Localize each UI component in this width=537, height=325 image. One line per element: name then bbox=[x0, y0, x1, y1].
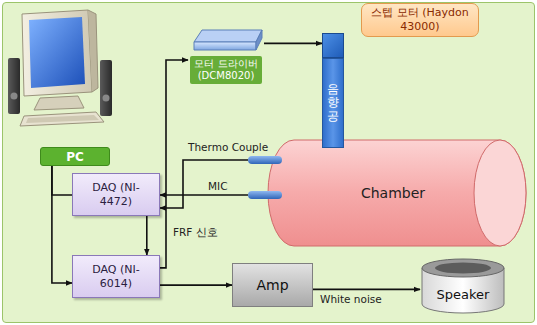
chamber: Chamber bbox=[248, 138, 528, 248]
signal-label: MIC bbox=[206, 180, 230, 193]
daq-box: DAQ (NI-6014) bbox=[72, 255, 160, 298]
amplifier: Amp bbox=[232, 263, 313, 307]
speaker: Speaker bbox=[420, 258, 506, 314]
connector-line bbox=[146, 216, 148, 255]
node-text: Speaker bbox=[437, 287, 490, 302]
connector-line bbox=[264, 43, 322, 45]
connector-line bbox=[160, 194, 248, 196]
node-text: Chamber bbox=[361, 185, 425, 201]
stepper-motor: 스텝 모터 (Haydon 43000) bbox=[322, 33, 344, 58]
pc-label: PC bbox=[40, 147, 110, 166]
node-text: Amp bbox=[256, 277, 288, 293]
connector-line bbox=[160, 284, 232, 286]
signal-label: Thermo Couple bbox=[186, 141, 270, 154]
acoustic-port: 음향공 bbox=[322, 58, 344, 148]
speaker-shape bbox=[420, 258, 506, 314]
signal-label: FRF 신호 bbox=[171, 226, 220, 239]
daq-box: DAQ (NI-4472) bbox=[72, 173, 160, 216]
node-text: 스텝 모터 (Haydon 43000) bbox=[361, 3, 479, 37]
signal-label: White noise bbox=[318, 293, 384, 306]
node-text: 음향공 bbox=[327, 83, 339, 123]
node-text: PC bbox=[66, 150, 84, 164]
connector-line bbox=[52, 166, 72, 283]
connector-line bbox=[313, 289, 420, 291]
connector-line bbox=[52, 166, 72, 195]
motor-driver: 모터 드라이버 (DCM8020) bbox=[188, 26, 264, 84]
node-text: DAQ (NI-4472) bbox=[79, 181, 153, 209]
node-text: DAQ (NI-6014) bbox=[79, 263, 153, 291]
node-text: 모터 드라이버 (DCM8020) bbox=[190, 56, 262, 84]
connector-line bbox=[160, 160, 248, 208]
